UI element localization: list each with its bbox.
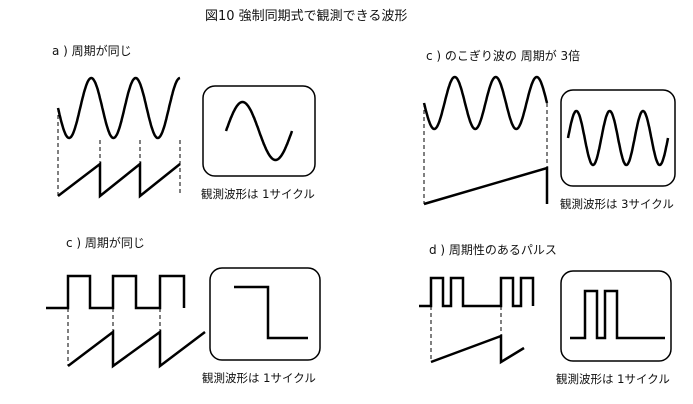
panel-d-diagram: [419, 270, 672, 365]
panel-d-input-pulse: [419, 276, 535, 308]
panel-b-input-sine: [422, 75, 549, 131]
panel-a-input-sine: [56, 76, 181, 140]
panel-d-caption: 観測波形は 1サイクル: [556, 372, 670, 386]
panel-c-input-square: [46, 274, 186, 310]
panel-a-label: a ) 周期が同じ: [52, 44, 132, 58]
panel-b-sawtooth: [423, 166, 549, 206]
panel-c-scope-screen: [209, 267, 321, 361]
panel-b-caption: 観測波形は 3サイクル: [560, 197, 674, 211]
panel-c-sawtooth: [67, 329, 206, 369]
panel-a-observed-wave: [224, 100, 294, 162]
panel-b-sync-dashes: [423, 103, 548, 204]
panel-c-caption: 観測波形は 1サイクル: [202, 371, 316, 385]
panel-c-diagram: [46, 267, 321, 369]
panel-b-label: c ) のこぎり波の 周期が 3倍: [426, 49, 581, 63]
panel-c-label: c ) 周期が同じ: [66, 236, 145, 250]
panel-c-observed-wave: [234, 285, 308, 340]
panel-b-observed-wave: [566, 109, 670, 167]
panel-d-sync-dashes: [430, 306, 502, 362]
panel-d-observed-wave: [570, 289, 665, 340]
panel-d-label: d ) 周期性のあるパルス: [429, 243, 557, 257]
panel-a-diagram: [56, 76, 316, 199]
panel-b-diagram: [422, 75, 676, 206]
figure-title: 図10 強制同期式で観測できる波形: [205, 9, 408, 24]
panel-d-sawtooth: [430, 334, 525, 365]
panel-a-caption: 観測波形は 1サイクル: [201, 187, 315, 201]
panel-a-sawtooth: [57, 161, 181, 199]
